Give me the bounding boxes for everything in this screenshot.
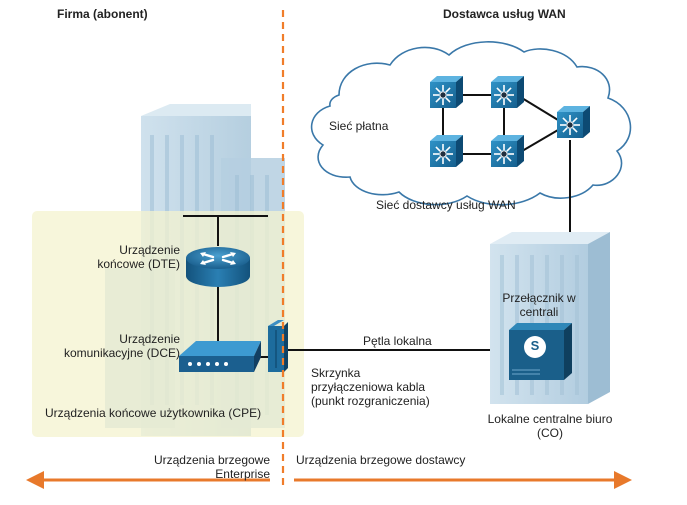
local-loop-label: Pętla lokalna — [363, 334, 432, 348]
router-icon — [186, 247, 250, 287]
dte-label: Urządzenie końcowe (DTE) — [97, 243, 180, 271]
dce-label: Urządzenie komunikacyjne (DCE) — [63, 332, 180, 360]
cloud-icon — [310, 41, 632, 206]
provider-network-label: Sieć dostawcy usług WAN — [376, 198, 516, 212]
co-switch-label: Przełącznik w centrali — [502, 291, 576, 319]
wan-switch-icon — [491, 76, 524, 108]
wan-switch-icon — [557, 106, 590, 138]
demarc-box-icon — [268, 320, 288, 372]
wan-switch-icon — [430, 135, 463, 167]
wan-switch-icon — [491, 135, 524, 167]
wan-switch-icon — [430, 76, 463, 108]
demarc-label: Skrzynka przyłączeniowa kabla (punkt roz… — [311, 366, 430, 408]
arrow-left-head — [26, 471, 44, 489]
co-label: Lokalne centralne biuro (CO) — [487, 412, 613, 440]
enterprise-header: Firma (abonent) — [57, 7, 148, 21]
paid-network-label: Sieć płatna — [329, 119, 389, 133]
provider-edge-label: Urządzenia brzegowe dostawcy — [296, 453, 466, 467]
provider-header: Dostawca usług WAN — [443, 7, 566, 21]
co-switch-icon — [509, 323, 572, 380]
cpe-label: Urządzenia końcowe użytkownika (CPE) — [45, 406, 262, 420]
wan-switch-group — [430, 76, 590, 167]
arrow-right-head — [614, 471, 632, 489]
switch-letter: S — [530, 338, 540, 353]
enterprise-edge-label: Urządzenia brzegowe Enterprise — [153, 453, 270, 481]
modem-icon — [179, 341, 261, 372]
